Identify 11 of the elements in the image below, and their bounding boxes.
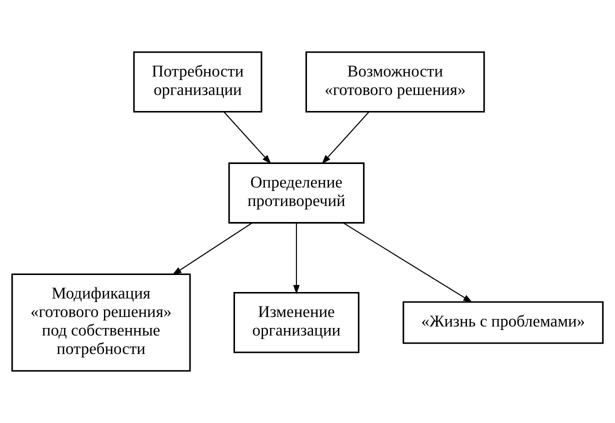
node-box: Изменение организации [233,292,360,354]
arrow [293,222,300,294]
node-box: Возможности «готового решения» [305,51,485,113]
arrow [172,222,252,276]
arrow [224,112,272,164]
node-box: Модификация «готового решения» под собственные потребности [11,273,191,372]
node-box: Определение противоречий [228,162,365,224]
node-box: «Жизнь с проблемами» [402,301,604,344]
node-box: Потребности организации [133,51,262,113]
arrow [322,112,370,164]
arrow [343,222,473,303]
